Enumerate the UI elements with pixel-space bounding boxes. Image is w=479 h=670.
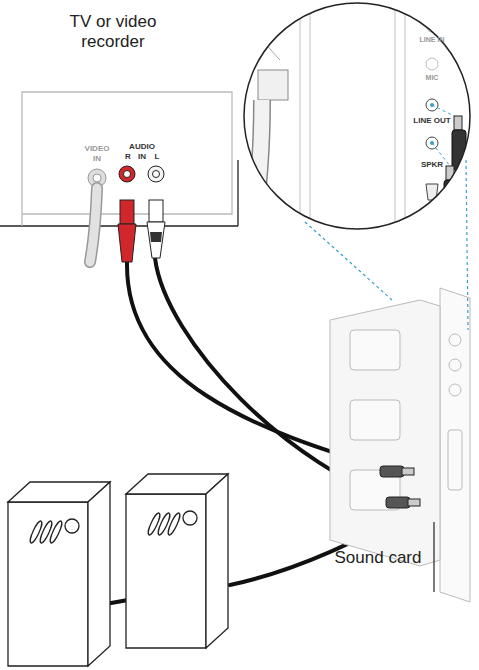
magnifier bbox=[394, 0, 395, 240]
tv-panel bbox=[237, 160, 238, 226]
port-label: LINE IN bbox=[412, 36, 452, 44]
speakers bbox=[65, 519, 79, 533]
rca-plugs bbox=[150, 232, 162, 242]
tv-jacks bbox=[119, 166, 135, 182]
sound-card bbox=[380, 466, 404, 477]
speakers bbox=[48, 520, 64, 544]
port-label: VIDEO IN bbox=[80, 144, 114, 163]
port-label: MIC bbox=[412, 74, 452, 82]
magnifier bbox=[426, 58, 438, 70]
sound-card bbox=[440, 288, 470, 602]
speakers bbox=[8, 502, 88, 666]
tv-jacks bbox=[153, 171, 160, 178]
leader-line bbox=[433, 522, 434, 592]
channel-label: L bbox=[152, 152, 162, 162]
leader-line bbox=[434, 522, 435, 592]
magnifier bbox=[250, 100, 262, 240]
magnifier bbox=[248, 0, 466, 240]
magnifier bbox=[426, 20, 438, 32]
tv-panel bbox=[0, 92, 238, 226]
device-title: TV or video recorder bbox=[48, 12, 178, 53]
tv-panel bbox=[22, 92, 232, 226]
rca-plugs bbox=[118, 224, 136, 262]
channel-label: R bbox=[123, 152, 133, 162]
sound-card bbox=[449, 334, 461, 346]
speakers bbox=[8, 474, 228, 666]
sound-card bbox=[350, 330, 400, 370]
magnifier bbox=[244, 3, 470, 229]
port-label: LINE OUT bbox=[410, 116, 454, 126]
sound-card bbox=[330, 300, 440, 566]
sound-card bbox=[408, 499, 420, 506]
speakers bbox=[206, 474, 228, 648]
video-cable bbox=[90, 188, 97, 262]
rca-plugs bbox=[118, 200, 165, 262]
magnifier bbox=[250, 100, 262, 240]
magnifier bbox=[446, 166, 454, 180]
magnifier bbox=[299, 0, 300, 240]
sound-card bbox=[449, 359, 461, 371]
tv-jacks bbox=[148, 166, 164, 182]
magnifier bbox=[309, 0, 310, 240]
zoom-lines bbox=[305, 222, 392, 300]
tv-jacks bbox=[124, 171, 131, 178]
tv-jacks bbox=[93, 174, 101, 182]
magnifier bbox=[454, 116, 462, 130]
speakers bbox=[88, 482, 110, 666]
magnifier bbox=[244, 0, 470, 240]
zoom-lines bbox=[466, 160, 468, 330]
port-label: SPKR bbox=[412, 160, 452, 170]
magnifier bbox=[248, 30, 280, 60]
magnifier bbox=[258, 70, 288, 100]
video-cable bbox=[90, 188, 97, 262]
sound-card bbox=[386, 497, 410, 508]
video-cable bbox=[90, 188, 97, 262]
magnifier bbox=[244, 3, 470, 229]
speakers bbox=[126, 494, 206, 648]
rca-plugs bbox=[147, 222, 165, 258]
rca-plugs bbox=[120, 200, 134, 224]
sound-card bbox=[402, 468, 414, 475]
speakers bbox=[183, 511, 197, 525]
sound-card bbox=[350, 400, 400, 440]
magnifier bbox=[404, 0, 405, 240]
rca-plugs bbox=[149, 200, 163, 222]
sound-card bbox=[448, 430, 462, 490]
sound-card bbox=[449, 384, 461, 396]
speakers bbox=[166, 512, 182, 536]
part-name: Sound card bbox=[328, 548, 428, 568]
